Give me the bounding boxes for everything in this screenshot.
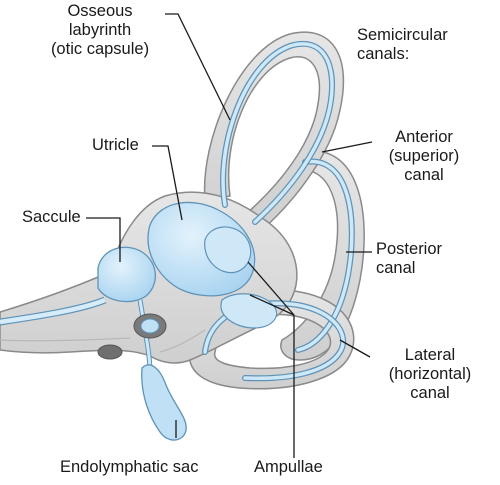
leader-ampullae-3: [247, 261, 295, 316]
label-utricle: Utricle: [92, 136, 139, 154]
saccule-shape: [97, 246, 156, 303]
leader-lines: [86, 13, 373, 458]
ampulla-anterior: [204, 226, 252, 274]
label-saccule: Saccule: [22, 208, 81, 226]
leader-lateral: [339, 339, 371, 358]
label-ampullae: Ampullae: [254, 458, 323, 476]
leader-ampullae-2: [249, 294, 295, 316]
endolymphatic-sac-shape: [141, 364, 187, 441]
label-semicircular-canals: Semicircular canals:: [357, 26, 448, 63]
leader-saccule: [86, 217, 121, 262]
leader-utricle: [152, 145, 183, 221]
label-anterior-canal: Anterior (superior) canal: [388, 128, 460, 184]
leader-osseous: [165, 13, 231, 121]
label-lateral-canal: Lateral (horizontal) canal: [388, 346, 472, 402]
membranous-labyrinth: [0, 41, 355, 441]
label-osseous-labyrinth: Osseous labyrinth (otic capsule): [50, 2, 150, 58]
label-endolymphatic-sac: Endolymphatic sac: [60, 458, 199, 476]
posterior-canal-bone: [280, 149, 365, 361]
leader-anterior: [321, 141, 373, 153]
label-posterior-canal: Posterior canal: [376, 240, 443, 277]
ampulla-lateral: [220, 293, 278, 329]
